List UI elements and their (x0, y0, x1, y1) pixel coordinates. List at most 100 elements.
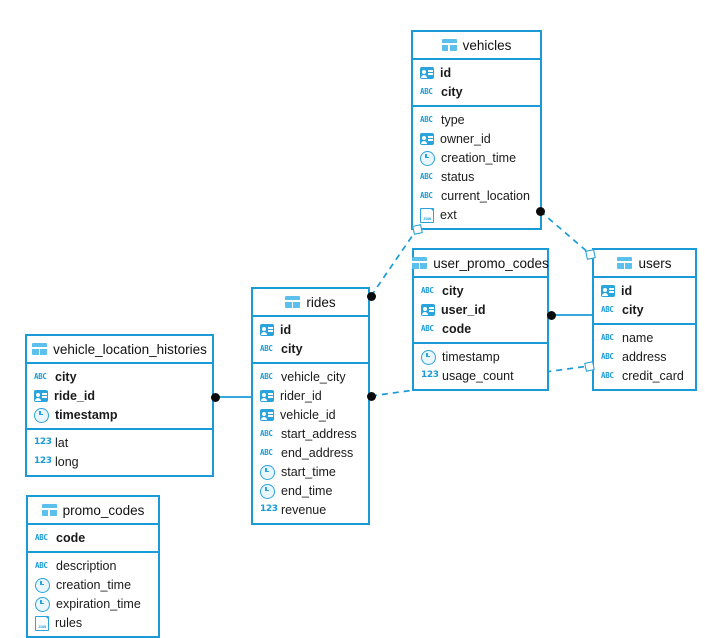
table-grid-icon (617, 257, 633, 269)
primary-key-column[interactable]: timestamp (27, 405, 212, 424)
table-header[interactable]: users (594, 250, 695, 278)
table-column[interactable]: vehicle_id (253, 405, 368, 424)
clock-timestamp-type-icon (260, 464, 275, 480)
primary-key-column[interactable]: id (253, 320, 368, 339)
123-number-type-icon: 123 (34, 437, 52, 447)
column-name: vehicle_city (281, 369, 346, 384)
column-name: long (55, 454, 79, 469)
table-name: user_promo_codes (433, 255, 549, 271)
one-side-marker-vehicles-to-users (584, 248, 596, 260)
table-column[interactable]: owner_id (413, 129, 540, 148)
abc-string-type-icon: ABC (601, 352, 614, 361)
primary-key-column[interactable]: ABC city (414, 281, 547, 300)
primary-key-column[interactable]: user_id (414, 300, 547, 319)
abc-string-type-icon: ABC (601, 333, 614, 342)
table-name: vehicle_location_histories (53, 341, 207, 357)
many-side-marker-rides-to-users (366, 391, 376, 401)
table-column[interactable]: rules (28, 613, 158, 632)
table-column[interactable]: rider_id (253, 386, 368, 405)
uuid-id-type-icon (420, 67, 434, 80)
123-number-type-icon: 123 (34, 456, 52, 466)
many-side-marker-rides-to-vehicles (366, 291, 376, 301)
column-name: id (440, 65, 452, 80)
abc-string-type-icon: ABC (421, 286, 434, 295)
table-column[interactable]: end_time (253, 481, 368, 500)
clock-timestamp-type-icon (420, 150, 435, 166)
column-name: id (621, 283, 633, 298)
table-header[interactable]: user_promo_codes (412, 250, 549, 278)
table-name: rides (306, 294, 336, 310)
abc-string-type-icon: ABC (260, 429, 273, 438)
column-name: rider_id (280, 388, 322, 403)
table-name: promo_codes (62, 502, 145, 518)
abc-string-type-icon: ABC (421, 324, 434, 333)
table-header[interactable]: vehicle_location_histories (27, 336, 212, 364)
table-column[interactable]: ABC address (594, 347, 695, 366)
table-grid-icon (285, 296, 301, 308)
table-column[interactable]: start_time (253, 462, 368, 481)
table-header[interactable]: rides (253, 289, 368, 317)
table-header[interactable]: promo_codes (28, 497, 158, 525)
column-name: start_time (281, 464, 336, 479)
column-name: city (622, 302, 644, 317)
column-name: timestamp (442, 349, 500, 364)
table-column[interactable]: creation_time (28, 575, 158, 594)
table-header[interactable]: vehicles (413, 32, 540, 60)
many-side-marker-user_promo_codes-to-users (546, 310, 556, 320)
abc-string-type-icon: ABC (260, 448, 273, 457)
clock-timestamp-type-icon (260, 483, 275, 499)
table-column[interactable]: timestamp (414, 347, 547, 366)
column-name: credit_card (622, 368, 684, 383)
column-name: creation_time (56, 577, 132, 592)
table-column[interactable]: expiration_time (28, 594, 158, 613)
primary-key-column[interactable]: id (594, 281, 695, 300)
column-name: end_time (281, 483, 333, 498)
abc-string-type-icon: ABC (34, 372, 47, 381)
column-name: city (442, 283, 464, 298)
column-name: ext (440, 207, 457, 222)
json-document-type-icon (35, 615, 49, 631)
primary-key-column[interactable]: id (413, 63, 540, 82)
clock-timestamp-type-icon (421, 349, 436, 365)
table-column[interactable]: creation_time (413, 148, 540, 167)
many-side-marker-vehicles-to-users (535, 206, 545, 216)
uuid-id-type-icon (421, 304, 435, 317)
123-number-type-icon: 123 (421, 370, 439, 380)
table-column[interactable]: ext (413, 205, 540, 224)
column-name: address (622, 349, 667, 364)
column-name: lat (55, 435, 69, 450)
column-name: vehicle_id (280, 407, 336, 422)
relationship-line-rides-to-vehicles (370, 228, 418, 297)
abc-string-type-icon: ABC (601, 305, 614, 314)
primary-key-column[interactable]: ride_id (27, 386, 212, 405)
primary-key-column[interactable]: ABC city (594, 300, 695, 319)
uuid-id-type-icon (601, 285, 615, 298)
